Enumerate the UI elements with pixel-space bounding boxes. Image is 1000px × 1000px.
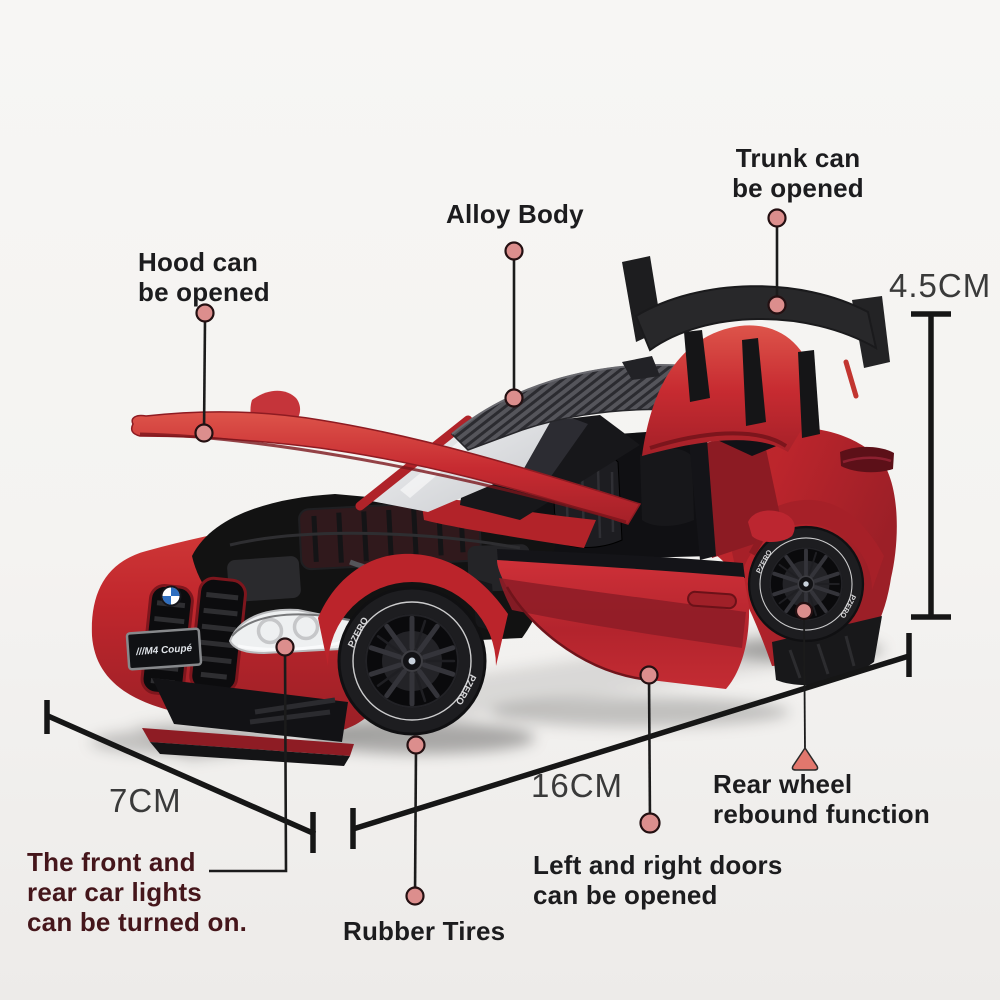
trunk-label: Trunk can be opened bbox=[732, 143, 864, 203]
callout-leaders bbox=[194, 208, 819, 906]
roof-antenna bbox=[622, 356, 660, 380]
dimension-line-width bbox=[44, 700, 317, 853]
taillight bbox=[840, 446, 894, 473]
open-hood bbox=[130, 390, 642, 525]
bmw-roundel bbox=[160, 585, 182, 607]
triangle-marker bbox=[791, 746, 819, 771]
leader-tires bbox=[413, 746, 418, 897]
alloy-body-label: Alloy Body bbox=[446, 199, 584, 229]
callout-dots bbox=[194, 208, 814, 906]
hood-label: Hood can be opened bbox=[138, 247, 270, 307]
lights-label: The front and rear car lights can be tur… bbox=[27, 847, 248, 937]
passenger-seat bbox=[640, 448, 694, 526]
b-pillar bbox=[688, 426, 716, 560]
side-mirror bbox=[748, 510, 795, 556]
door-handle bbox=[687, 590, 737, 610]
width-dimension-label: 7CM bbox=[109, 782, 182, 819]
front-bumper-intake bbox=[152, 678, 348, 742]
dimension-line-height bbox=[911, 311, 951, 620]
dimension-lines bbox=[44, 311, 951, 853]
spoiler bbox=[622, 256, 890, 438]
leader-hood bbox=[202, 319, 207, 434]
doors-label: Left and right doors can be opened bbox=[533, 850, 783, 910]
rubber-tires-label: Rubber Tires bbox=[343, 916, 506, 946]
front-lip bbox=[142, 728, 354, 756]
open-door bbox=[497, 549, 750, 689]
height-dimension-label: 4.5CM bbox=[889, 267, 992, 304]
open-trunk bbox=[622, 256, 890, 456]
dimension-line-length bbox=[350, 633, 912, 849]
front-fascia: ///M4 Coupé bbox=[125, 576, 356, 766]
plate-text: ///M4 Coupé bbox=[135, 643, 193, 658]
rear-diffuser bbox=[772, 616, 882, 686]
leader-lights bbox=[209, 648, 288, 873]
rear-wheel-label: Rear wheel rebound function bbox=[713, 769, 930, 829]
leader-rear-wheel bbox=[803, 612, 806, 751]
front-wheel bbox=[339, 588, 485, 734]
rear-wheel bbox=[747, 525, 865, 643]
front-splitter bbox=[150, 742, 350, 766]
license-plate: ///M4 Coupé bbox=[125, 627, 203, 671]
front-fender bbox=[318, 553, 508, 666]
leader-doors bbox=[647, 675, 652, 824]
length-dimension-label: 16CM bbox=[531, 767, 624, 804]
spoiler-pin bbox=[843, 359, 859, 399]
